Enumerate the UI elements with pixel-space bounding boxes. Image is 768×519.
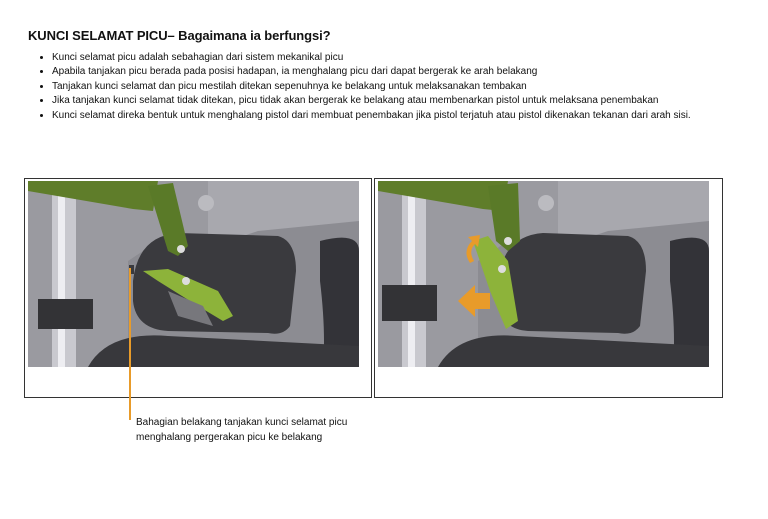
arrow-left-icon (458, 285, 490, 317)
list-item: Kunci selamat picu adalah sebahagian dar… (52, 51, 714, 65)
rotate-arrow-icon (466, 235, 480, 263)
list-item: Tanjakan kunci selamat dan picu mestilah… (52, 80, 714, 94)
trigger-illustration-engaged (28, 181, 359, 367)
callout-caption: Bahagian belakang tanjakan kunci selamat… (136, 416, 347, 445)
bullet-list: Kunci selamat picu adalah sebahagian dar… (38, 51, 714, 123)
figure-safety-released (374, 178, 723, 398)
callout-line (129, 268, 131, 420)
callout-line-1: Bahagian belakang tanjakan kunci selamat… (136, 417, 348, 428)
figure-safety-engaged (24, 178, 372, 398)
list-item: Jika tanjakan kunci selamat tidak diteka… (52, 94, 714, 108)
page-title: KUNCI SELAMAT PICU– Bagaimana ia berfung… (28, 28, 331, 43)
callout-line-2: menghalang pergerakan picu ke belakang (136, 431, 323, 443)
list-item: Kunci selamat direka bentuk untuk mengha… (52, 109, 714, 123)
list-item: Apabila tanjakan picu berada pada posisi… (52, 65, 714, 79)
trigger-illustration-released (378, 181, 709, 367)
